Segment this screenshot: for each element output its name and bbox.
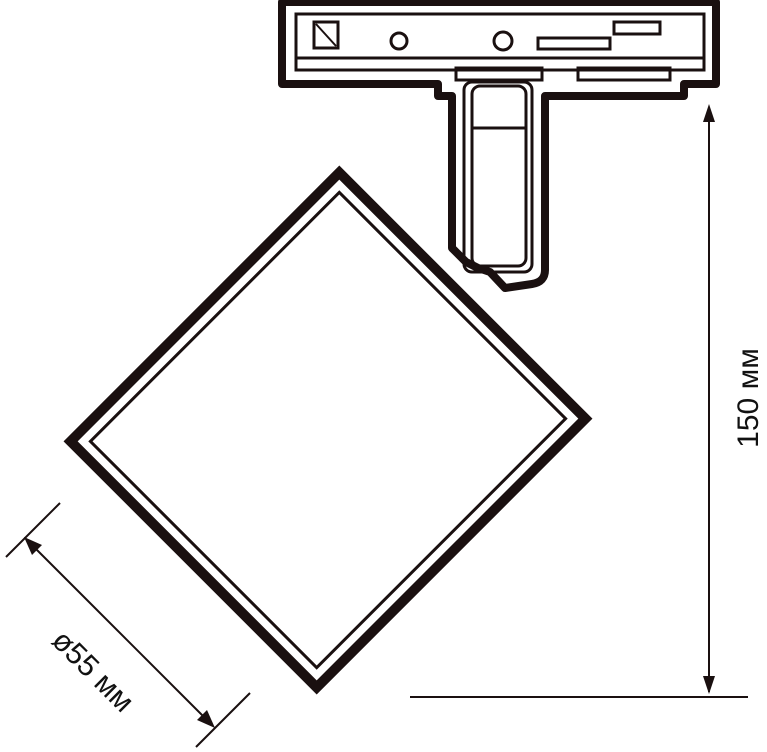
lamp-inner-outline [88,190,568,670]
adapter-screw-1 [389,31,409,51]
height-arrow-bottom [703,676,715,694]
track-adapter [278,0,720,292]
diameter-arrow-1 [24,537,42,555]
stem [462,80,534,274]
adapter-outer-outline [278,0,720,292]
adapter-screw-2 [492,30,514,52]
adapter-slot-short [612,20,662,36]
adapter-slot-long [536,36,612,51]
lamp-outer-outline [63,165,593,695]
diameter-dimension-line [27,540,212,725]
diameter-extension-1 [5,502,61,558]
adapter-logo-diagonal [315,23,337,47]
stem-inner [470,84,528,268]
stem-outer [462,80,534,274]
diameter-extension-2 [195,692,251,748]
adapter-lower-tab-left [454,66,544,82]
lamp-body [63,165,593,695]
diameter-arrow-2 [197,710,215,728]
height-label: 150 мм [732,348,765,448]
adapter-lower-tab-right [576,66,672,82]
height-arrow-top [703,104,715,122]
adapter-inner-panel [294,12,706,72]
adapter-logo-mark [312,20,340,50]
height-dimension: 150 мм [410,104,765,698]
